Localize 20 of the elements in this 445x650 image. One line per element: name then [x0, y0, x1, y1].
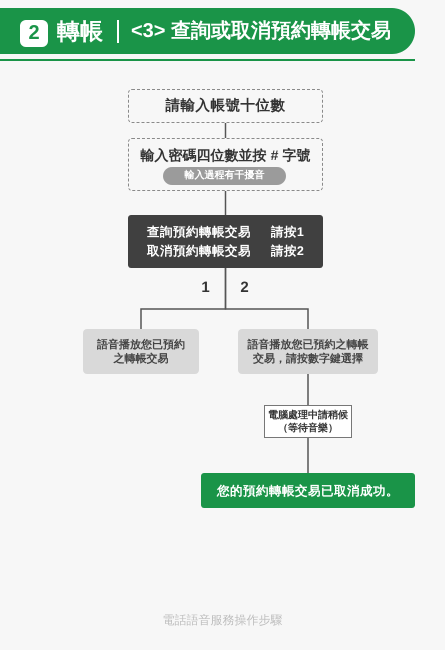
footer-caption: 電話語音服務操作步驟 [162, 613, 282, 627]
menu-option: 查詢預約轉帳交易 請按1 [147, 222, 304, 242]
section-title: 轉帳 [57, 17, 103, 46]
step-box: 請輸入帳號十位數 [128, 89, 323, 123]
message-box: 語音播放您已預約之轉帳交易，請按數字鍵選擇 [238, 329, 378, 374]
connector-line [224, 191, 226, 215]
step-box [128, 138, 323, 191]
message-box: 語音播放您已預約之轉帳交易 [83, 329, 199, 374]
result-banner: 您的預約轉帳交易已取消成功。 [201, 473, 415, 508]
step-text: 輸入密碼四位數並按 # 字號 [140, 146, 310, 165]
menu-option: 取消預約轉帳交易 請按2 [147, 242, 304, 260]
connector-line [224, 123, 226, 138]
connector-line [307, 438, 309, 473]
menu-box [128, 215, 323, 268]
note-pill: 輸入過程有干擾音 [163, 167, 286, 185]
page-title: <3> 查詢或取消預約轉帳交易 [131, 18, 392, 44]
status-box: 電腦處理中請稍候（等待音樂） [264, 405, 352, 438]
number-badge: 2 [20, 20, 48, 47]
connector-line [224, 268, 309, 329]
connector-line [307, 374, 309, 405]
